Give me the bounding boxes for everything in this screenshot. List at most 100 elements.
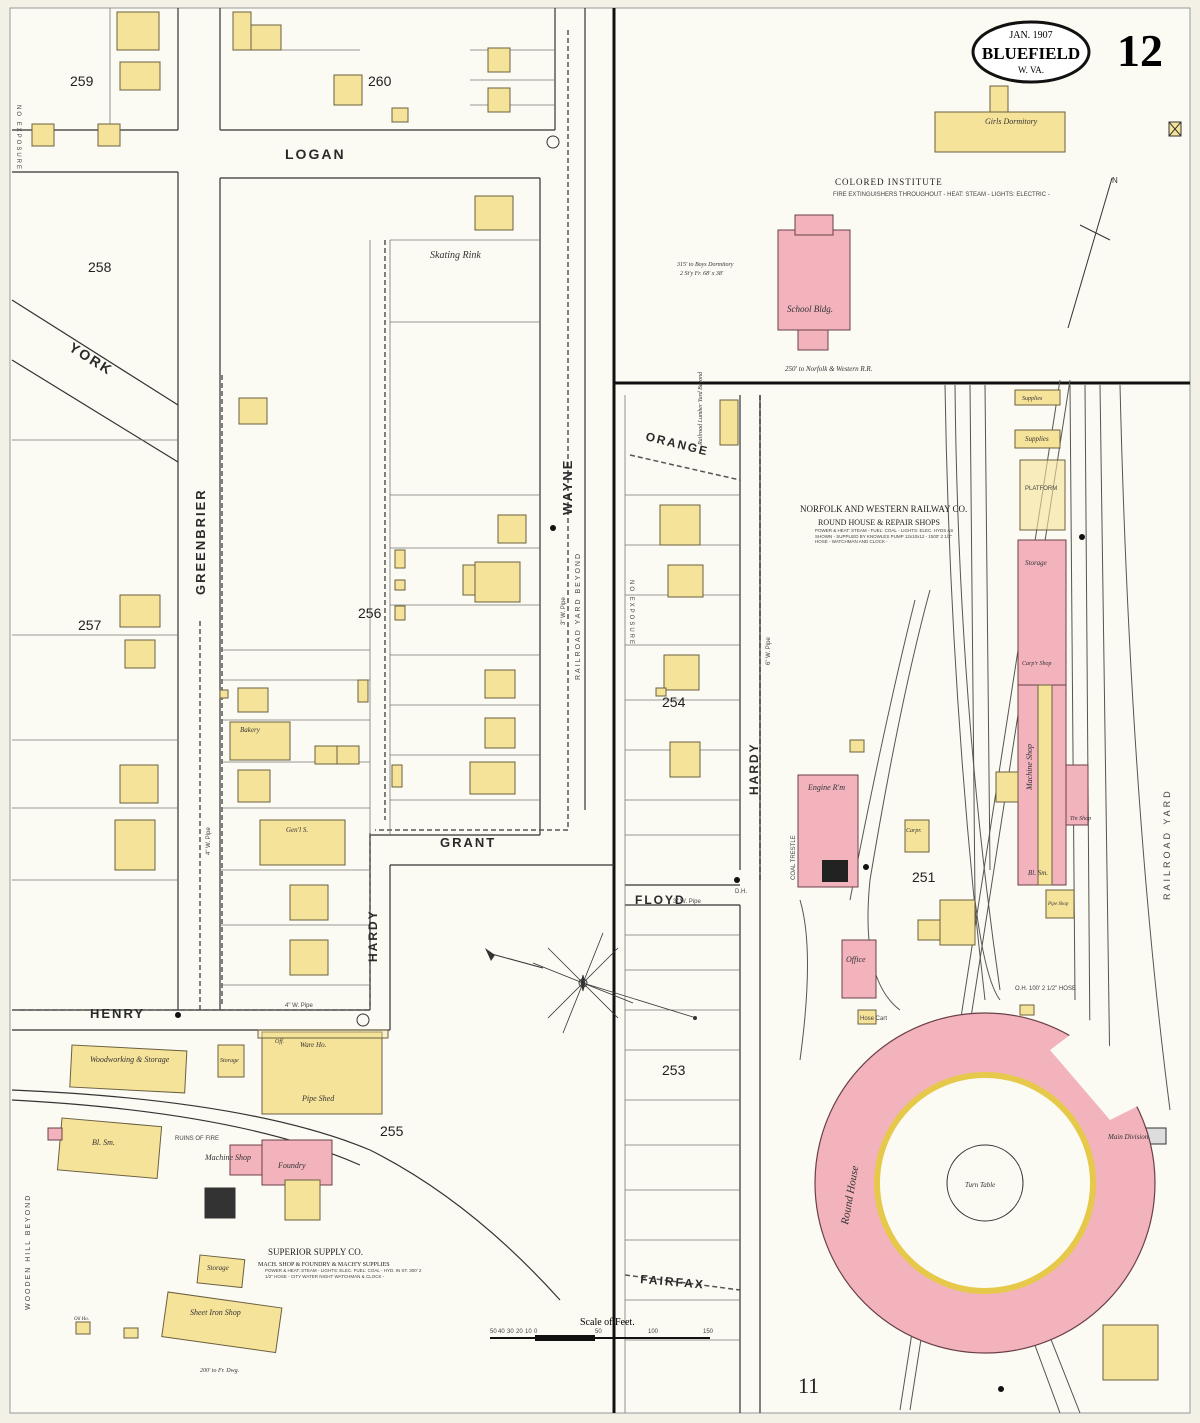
label-carpenter-shop: Carp'r Shop [1022, 661, 1051, 667]
north-arrow-icon: N [1067, 176, 1118, 329]
label-superior-note: POWER & HEAT: STEAM - LIGHTS: ELEC. FUEL… [265, 1268, 422, 1279]
title-cartouche: JAN. 1907 BLUEFIELD W. VA. [971, 20, 1091, 84]
block-number: 255 [380, 1123, 404, 1139]
dwellings-middle [655, 399, 739, 778]
block-number: 257 [78, 617, 102, 633]
label-water-pipe: 6" W. Pipe [766, 637, 772, 665]
scale-tick: 50 [595, 1329, 602, 1335]
label-water-pipe: 3" W. Pipe [561, 597, 567, 625]
street-wayne: WAYNE [560, 459, 575, 515]
label-pipe-shop: Pipe Shop [1047, 902, 1069, 907]
label-foundry: Foundry [277, 1161, 306, 1170]
street-grant: GRANT [440, 835, 496, 850]
label-blacksmith-sw: Bl. Sm. [92, 1138, 115, 1147]
scale-tick: 0 [534, 1329, 538, 1335]
hydrant-icon [175, 135, 1085, 1392]
scale-tick: 40 [498, 1329, 505, 1335]
sheet-number: 12 [1117, 25, 1163, 76]
scale-tick: 150 [703, 1329, 714, 1335]
railroad-yard-label: RAILROAD YARD [1162, 788, 1172, 900]
label-supplies-1: Supplies [1022, 396, 1043, 402]
label-ruins-of-fire: RUINS OF FIRE [175, 1136, 219, 1142]
label-woodworking: Woodworking & Storage [90, 1055, 170, 1064]
no-exposure-west: NO EXPOSURE [15, 105, 21, 171]
label-office-sw: Off. [275, 1038, 284, 1045]
label-boys-dormitory-2: 2 St'y Fr. 68' x 38' [680, 271, 724, 277]
block-number: 253 [662, 1062, 686, 1078]
lot-lines-west [12, 8, 555, 986]
map-state: W. VA. [1018, 65, 1044, 75]
label-skating-rink: Skating Rink [430, 250, 481, 261]
label-tin-shop: Tin Shop [1070, 816, 1091, 822]
compass-rose-icon [485, 932, 697, 1034]
label-storage-nw: Storage [1025, 559, 1047, 567]
label-storage-small: Storage [220, 1058, 239, 1064]
label-boys-dormitory-1: 315' to Boys Dormitory [676, 262, 734, 268]
label-superior-note-box: POWER & HEAT: STEAM - LIGHTS: ELEC. FUEL… [265, 1268, 422, 1279]
label-nw-railway-note: POWER & HEAT: STEAM - FUEL: COAL - LIGHT… [815, 528, 954, 544]
label-water-pipe: 4" W. Pipe [206, 827, 212, 855]
scale-bar: Scale of Feet. 50 40 30 20 10 0 50 100 1… [490, 1317, 714, 1341]
street-hardy-east: HARDY [747, 742, 761, 795]
label-genl-store: Gen'l S. [286, 826, 308, 834]
block-number: 260 [368, 73, 392, 89]
street-logan: LOGAN [285, 146, 346, 162]
label-water-pipe: 3" W. Pipe [673, 899, 701, 905]
street-lines-west [11, 8, 614, 1301]
label-water-pipe: 4" W. Pipe [285, 1003, 313, 1009]
block-number: 251 [912, 869, 936, 885]
scale-tick: 50 [490, 1329, 497, 1335]
label-nw-railway: NORFOLK AND WESTERN RAILWAY CO. [800, 504, 967, 514]
label-machine-shop-nw: Machine Shop [1025, 744, 1034, 791]
label-coal-trestle: COAL TRESTLE [791, 835, 797, 880]
svg-text:N: N [1112, 176, 1118, 185]
label-office: Office [846, 955, 866, 964]
label-platform: PLATFORM [1025, 486, 1057, 492]
label-turn-table: Turn Table [965, 1181, 995, 1189]
label-carpr: Carpr. [906, 828, 922, 834]
key-icon [1168, 121, 1182, 137]
round-house [814, 1012, 1156, 1354]
label-lumber-yard: Railroad Lumber Yard Beyond [698, 371, 704, 446]
scale-tick: 100 [648, 1329, 659, 1335]
label-colored-institute: COLORED INSTITUTE [835, 177, 943, 187]
colored-institute [777, 85, 1066, 351]
label-colored-institute-note: FIRE EXTINGUISHERS THROUGHOUT - HEAT: ST… [833, 192, 1050, 198]
label-to-nw-rr: 250' to Norfolk & Western R.R. [785, 365, 873, 373]
street-hardy-west: HARDY [366, 909, 380, 962]
label-pipe-shed: Pipe Shed [301, 1094, 335, 1103]
label-blacksmith-nw: Bl. Sm. [1028, 869, 1048, 877]
label-to-fr-dwg: 200' to Fr. Dwg. [200, 1368, 239, 1374]
street-henry: HENRY [90, 1006, 145, 1021]
label-warehouse: Ware Ho. [300, 1041, 327, 1049]
map-city: BLUEFIELD [982, 44, 1080, 63]
label-main-division: Main Division [1107, 1133, 1149, 1141]
adjoining-sheet-number: 11 [798, 1373, 819, 1398]
label-hose-cart: Hose Cart [860, 1016, 887, 1022]
block-number: 258 [88, 259, 112, 275]
label-nw-railway-note-box: POWER & HEAT: STEAM - FUEL: COAL - LIGHT… [815, 528, 954, 544]
block-number: 259 [70, 73, 94, 89]
label-sheet-iron-shop: Sheet Iron Shop [190, 1308, 241, 1317]
label-hose-note: O.H. 100' 2 1/2" HOSE [1015, 986, 1076, 992]
lot-lines-middle [624, 395, 761, 1413]
no-exposure-middle: NO EXPOSURE [628, 580, 634, 646]
label-supplies-2: Supplies [1025, 435, 1049, 443]
label-dh: D.H. [735, 889, 747, 895]
block-number: 256 [358, 605, 382, 621]
label-school-bldg: School Bldg. [787, 304, 833, 314]
label-engine-room: Engine R'm [807, 783, 845, 792]
superior-supply-buildings [47, 1029, 389, 1354]
label-girls-dormitory: Girls Dormitory [985, 117, 1038, 126]
label-superior-supply: SUPERIOR SUPPLY CO. [268, 1247, 363, 1257]
label-superior-sub: MACH. SHOP & FOUNDRY & MACH'Y SUPPLIES [258, 1262, 390, 1268]
label-nw-roundhouse-shops: ROUND HOUSE & REPAIR SHOPS [818, 518, 940, 527]
street-greenbrier: GREENBRIER [193, 488, 208, 595]
railroad-yard-beyond: RAILROAD YARD BEYOND [575, 552, 582, 680]
wooden-hill-beyond: WOODEN HILL BEYOND [25, 1194, 32, 1310]
scale-tick: 20 [516, 1329, 523, 1335]
label-bakery: Bakery [240, 726, 261, 734]
scale-tick: 30 [507, 1329, 514, 1335]
street-fairfax: FAIRFAX [640, 1272, 706, 1292]
